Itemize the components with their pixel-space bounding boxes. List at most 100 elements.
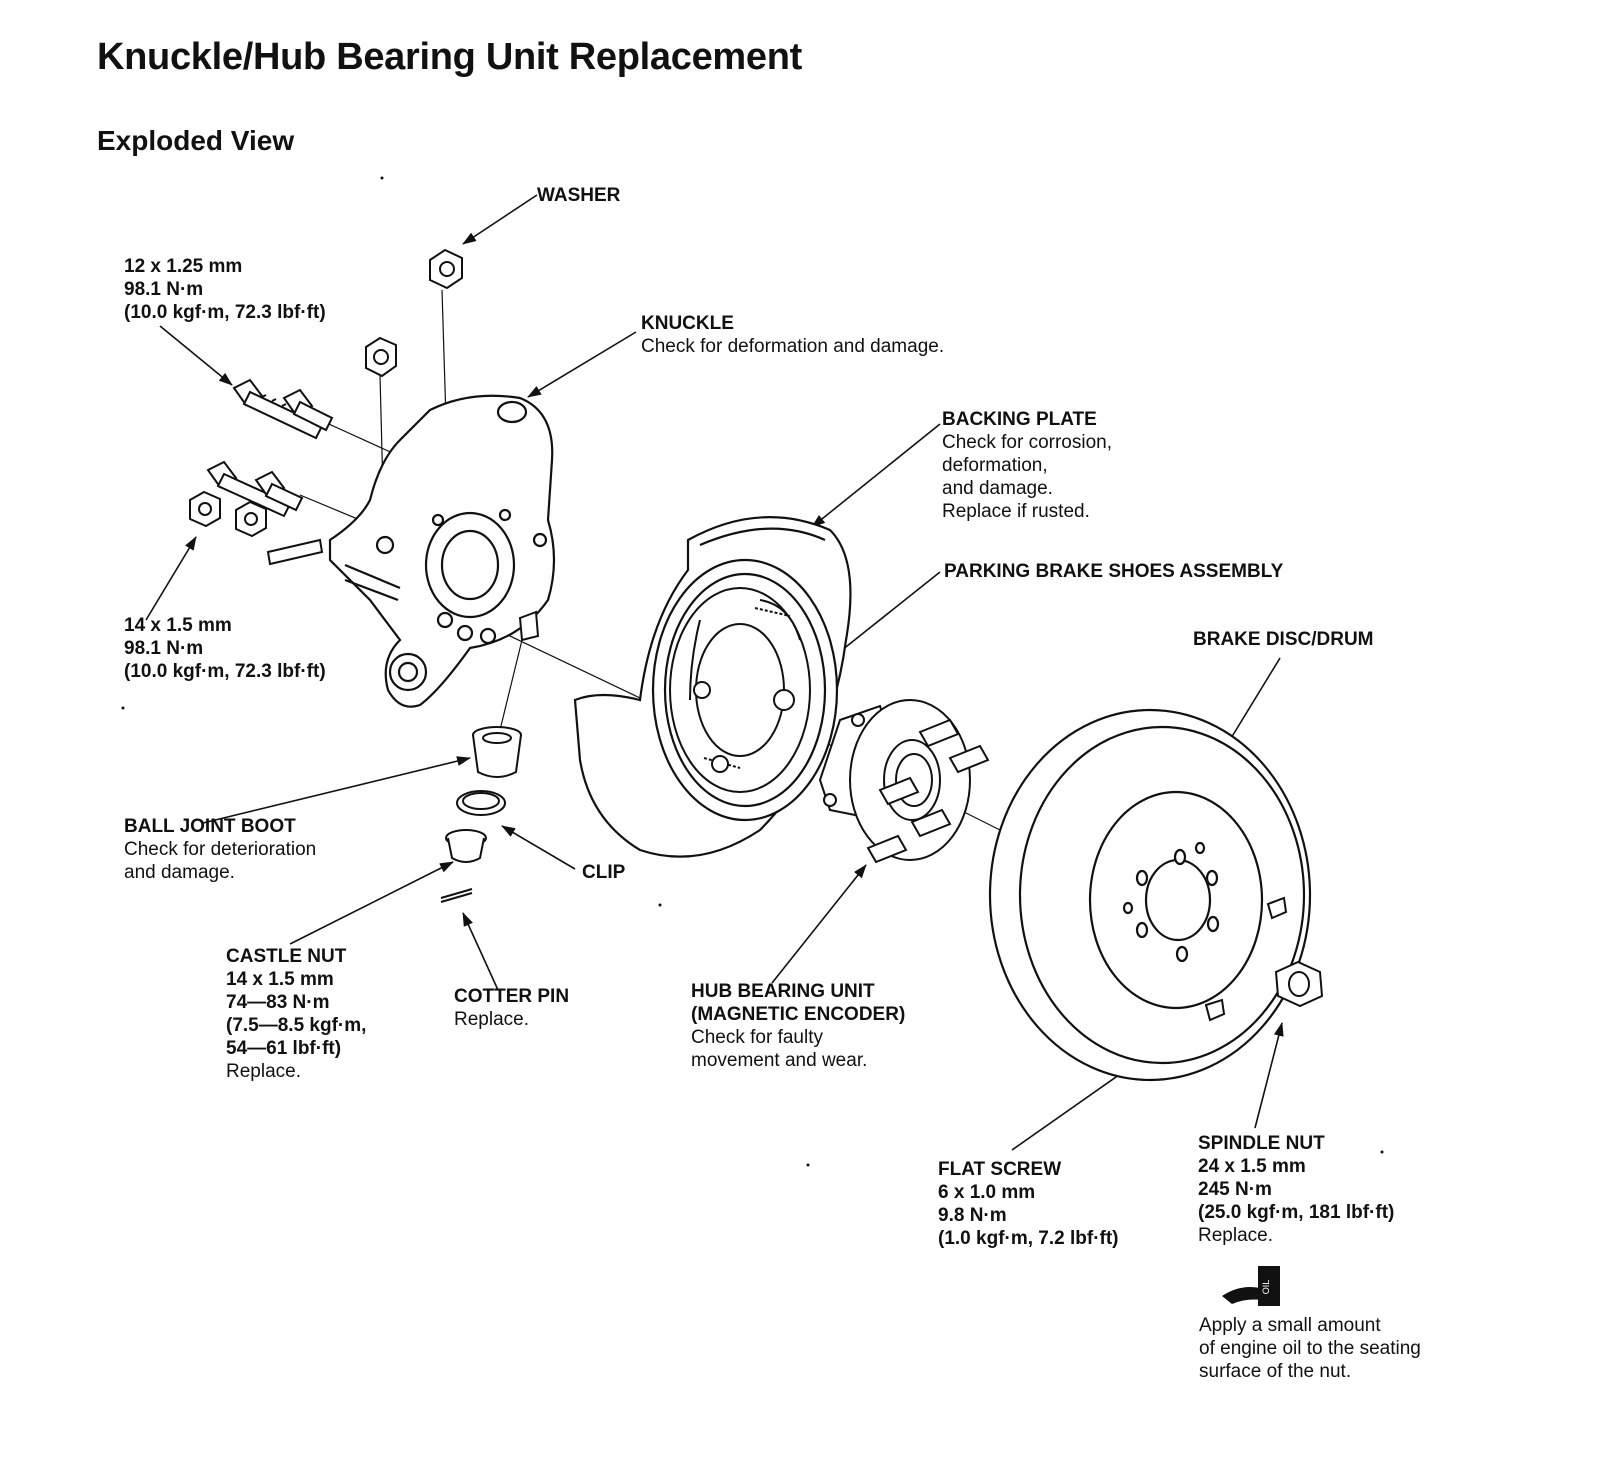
leader-bolt-upper: [159, 325, 233, 386]
lower-bolt-2: [254, 470, 304, 512]
backing-plate-note-2: deformation,: [942, 455, 1048, 476]
label-brake-disc: BRAKE DISC/DRUM: [1193, 628, 1374, 651]
spindle-nut-part: [1274, 960, 1324, 1008]
scan-specks: [121, 176, 1384, 1167]
label-cotter-pin: COTTER PIN Replace.: [454, 985, 569, 1031]
bolt-lower-torque: 98.1 N·m: [124, 638, 204, 659]
fasteners-right: [1204, 896, 1324, 1022]
oil-can-icon: OIL: [1222, 1266, 1280, 1306]
wheel-studs: [866, 718, 990, 864]
flat-screw-torque: 9.8 N·m: [938, 1205, 1007, 1226]
label-castle-nut: CASTLE NUT 14 x 1.5 mm 74—83 N·m (7.5—8.…: [226, 945, 366, 1083]
label-oil-note: Apply a small amount of engine oil to th…: [1199, 1314, 1421, 1383]
disc-lug-holes: [1122, 841, 1220, 963]
stud: [266, 538, 324, 566]
leader-lines: [145, 194, 1284, 1151]
leader-hub-bearing: [771, 864, 867, 984]
knuckle-name: KNUCKLE: [641, 313, 734, 334]
label-knuckle: KNUCKLE Check for deformation and damage…: [641, 312, 944, 358]
page-subtitle: Exploded View: [97, 125, 295, 156]
grease-fitting: [518, 610, 540, 642]
label-backing-plate: BACKING PLATE Check for corrosion, defor…: [942, 408, 1112, 523]
leader-ball-joint-boot: [202, 756, 471, 824]
bolt-upper-size: 12 x 1.25 mm: [124, 256, 243, 277]
ball-joint-boot-part: [472, 726, 522, 778]
ball-joint-boot-note-2: and damage.: [124, 862, 235, 883]
boot-rise-line: [499, 639, 523, 731]
lower-bolt-1: [206, 460, 292, 518]
spindle-nut-torque: 245 N·m: [1198, 1179, 1272, 1200]
backing-plate-note-1: Check for corrosion,: [942, 432, 1113, 453]
spindle-nut-name: SPINDLE NUT: [1198, 1133, 1325, 1154]
leader-clip: [501, 825, 576, 870]
backing-plate-note-3: and damage.: [942, 478, 1053, 499]
lower-nut-1: [189, 490, 221, 528]
castle-nut-torque-alt-1: (7.5—8.5 kgf·m,: [226, 1015, 367, 1036]
lower-bolts: [189, 460, 324, 566]
washer-name: WASHER: [537, 185, 621, 206]
bolt-upper-torque: 98.1 N·m: [124, 279, 204, 300]
label-washer: WASHER: [537, 184, 620, 207]
clip-name: CLIP: [582, 862, 626, 883]
leader-cotter-pin: [462, 912, 499, 991]
bolt-lower-torque-alt: (10.0 kgf·m, 72.3 lbf·ft): [124, 661, 326, 682]
flat-screw-part: [1204, 998, 1226, 1022]
label-ball-joint-boot: BALL JOINT BOOT Check for deterioration …: [124, 815, 316, 884]
leader-castle-nut: [289, 861, 454, 945]
oil-note-3: surface of the nut.: [1199, 1361, 1352, 1382]
ball-joint-boot-note-1: Check for deterioration: [124, 839, 317, 860]
parking-brake-part: [669, 587, 811, 793]
spindle-nut-torque-alt: (25.0 kgf·m, 181 lbf·ft): [1198, 1202, 1395, 1223]
oil-note-1: Apply a small amount: [1199, 1315, 1381, 1336]
castle-nut-torque-alt-2: 54—61 lbf·ft): [226, 1038, 342, 1059]
label-bolt-lower: 14 x 1.5 mm 98.1 N·m (10.0 kgf·m, 72.3 l…: [124, 614, 326, 683]
label-flat-screw: FLAT SCREW 6 x 1.0 mm 9.8 N·m (1.0 kgf·m…: [938, 1158, 1119, 1250]
knuckle-part: [328, 394, 556, 708]
spindle-nut-note: Replace.: [1198, 1225, 1273, 1246]
oil-note-2: of engine oil to the seating: [1199, 1338, 1421, 1359]
backing-plate-note-4: Replace if rusted.: [942, 501, 1090, 522]
brake-disc-name: BRAKE DISC/DRUM: [1193, 629, 1374, 650]
knuckle-note: Check for deformation and damage.: [641, 336, 945, 357]
cotter-pin-part: [440, 888, 473, 903]
leader-washer: [462, 194, 538, 245]
leader-backing-plate: [811, 423, 941, 528]
page-title: Knuckle/Hub Bearing Unit Replacement: [97, 36, 803, 78]
flat-screw-torque-alt: (1.0 kgf·m, 7.2 lbf·ft): [938, 1228, 1119, 1249]
small-parts: [440, 610, 540, 903]
leader-spindle-nut: [1254, 1022, 1284, 1129]
ball-joint-boot-name: BALL JOINT BOOT: [124, 816, 296, 837]
hub-bearing-name-2: (MAGNETIC ENCODER): [691, 1004, 906, 1025]
hub-bearing-note-1: Check for faulty: [691, 1027, 823, 1048]
castle-nut-torque: 74—83 N·m: [226, 992, 330, 1013]
upper-nut-part: [365, 336, 397, 378]
leader-bolt-lower: [145, 536, 197, 621]
bolt-upper-torque-alt: (10.0 kgf·m, 72.3 lbf·ft): [124, 302, 326, 323]
lower-nut-2: [235, 500, 267, 538]
upper-bolt-1: [232, 378, 324, 440]
leader-parking-brake: [831, 571, 941, 659]
washer-drop-line: [441, 289, 447, 421]
cotter-pin-name: COTTER PIN: [454, 986, 570, 1007]
label-hub-bearing: HUB BEARING UNIT (MAGNETIC ENCODER) Chec…: [691, 980, 905, 1072]
castle-nut-name: CASTLE NUT: [226, 946, 347, 967]
label-bolt-upper: 12 x 1.25 mm 98.1 N·m (10.0 kgf·m, 72.3 …: [124, 255, 326, 324]
spindle-nut-size: 24 x 1.5 mm: [1198, 1156, 1306, 1177]
label-spindle-nut: SPINDLE NUT 24 x 1.5 mm 245 N·m (25.0 kg…: [1198, 1132, 1394, 1247]
upper-bolt-2: [282, 388, 334, 432]
cotter-pin-note: Replace.: [454, 1009, 529, 1030]
flat-screw-name: FLAT SCREW: [938, 1159, 1062, 1180]
castle-nut-part: [445, 829, 487, 863]
castle-nut-size: 14 x 1.5 mm: [226, 969, 334, 990]
brake-disc-part: [988, 708, 1312, 1082]
leader-brake-disc: [1224, 657, 1281, 749]
label-parking-brake: PARKING BRAKE SHOES ASSEMBLY: [944, 560, 1283, 583]
parking-brake-name: PARKING BRAKE SHOES ASSEMBLY: [944, 561, 1284, 582]
washer-part: [429, 248, 463, 290]
hub-bearing-part: [818, 699, 990, 864]
upper-bolts: [232, 378, 334, 440]
bolt-lower-size: 14 x 1.5 mm: [124, 615, 232, 636]
leader-knuckle: [527, 331, 637, 398]
